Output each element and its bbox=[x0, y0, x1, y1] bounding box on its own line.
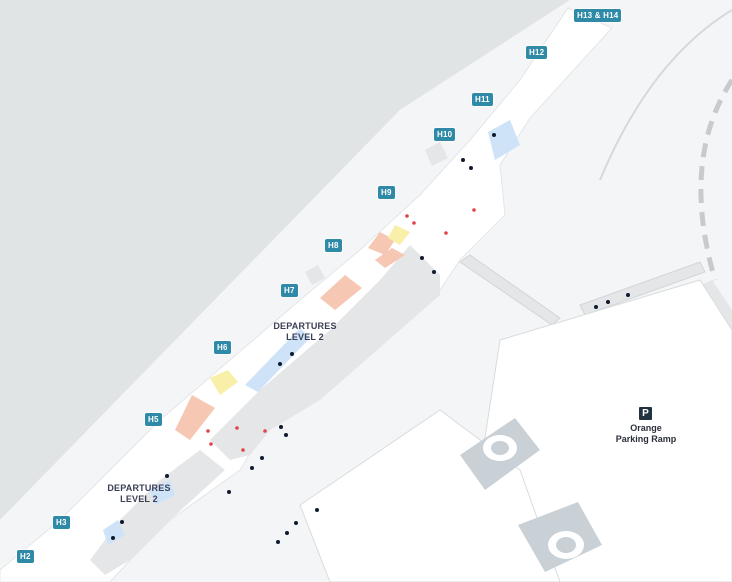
walkway-east bbox=[579, 261, 706, 316]
service-block bbox=[425, 142, 448, 166]
gate-h13-h14-label[interactable]: H13 & H14 bbox=[574, 9, 622, 22]
water-area bbox=[0, 0, 570, 520]
restroom-markers bbox=[206, 208, 476, 452]
helix-ramp-lower bbox=[518, 502, 602, 572]
parking-label-line1: Orange bbox=[630, 423, 662, 433]
area-label-line2: LEVEL 2 bbox=[286, 332, 324, 342]
orange-parking-ramp-label[interactable]: Orange Parking Ramp bbox=[591, 423, 701, 445]
walkway bbox=[459, 254, 561, 326]
gate-h12-label[interactable]: H12 bbox=[526, 46, 548, 59]
services-area bbox=[103, 520, 125, 545]
gate-h7-label[interactable]: H7 bbox=[281, 284, 298, 297]
departures-level-2-label-lower: DEPARTURES LEVEL 2 bbox=[84, 483, 194, 505]
dining-area bbox=[320, 275, 362, 310]
gate-h2-label[interactable]: H2 bbox=[17, 550, 34, 563]
concourse-building bbox=[0, 7, 613, 582]
road-outline bbox=[599, 9, 732, 181]
area-label-line1: DEPARTURES bbox=[273, 321, 337, 331]
departures-level-2-label-upper: DEPARTURES LEVEL 2 bbox=[250, 321, 360, 343]
shop-area bbox=[388, 225, 410, 245]
gate-h8-label[interactable]: H8 bbox=[325, 239, 342, 252]
helix-ramp-upper bbox=[460, 418, 540, 490]
area-label-line1: DEPARTURES bbox=[107, 483, 171, 493]
service-block bbox=[305, 265, 325, 285]
dining-area bbox=[175, 395, 215, 440]
gate-h9-label[interactable]: H9 bbox=[378, 186, 395, 199]
gate-h11-label[interactable]: H11 bbox=[472, 93, 493, 106]
gate-h6-label[interactable]: H6 bbox=[214, 341, 231, 354]
area-label-line2: LEVEL 2 bbox=[120, 494, 158, 504]
parking-label-line2: Parking Ramp bbox=[615, 434, 677, 444]
services-area bbox=[488, 120, 520, 160]
amenity-markers bbox=[111, 133, 630, 544]
parking-icon[interactable]: P bbox=[639, 407, 652, 420]
shop-area bbox=[210, 370, 238, 395]
gate-h10-label[interactable]: H10 bbox=[434, 128, 456, 141]
services-area bbox=[150, 480, 175, 505]
road-dashes bbox=[698, 78, 732, 281]
gate-h3-label[interactable]: H3 bbox=[53, 516, 70, 529]
services-area bbox=[245, 328, 310, 392]
dining-area bbox=[375, 248, 405, 268]
concourse-hall-lower bbox=[90, 450, 225, 575]
gate-h5-label[interactable]: H5 bbox=[145, 413, 162, 426]
concourse-hall bbox=[210, 245, 440, 460]
